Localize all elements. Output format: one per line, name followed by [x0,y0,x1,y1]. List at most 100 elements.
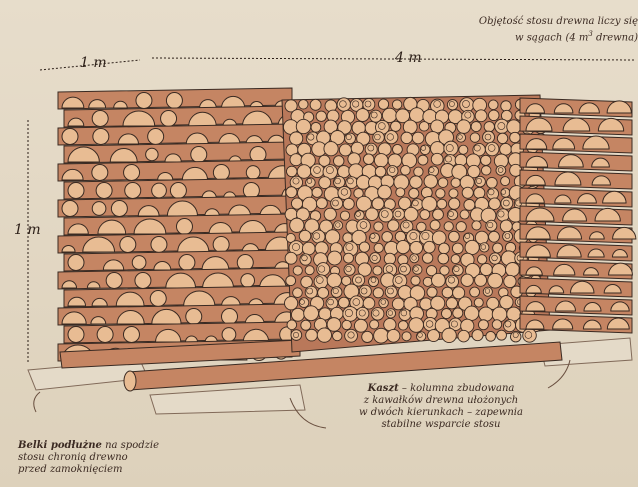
kaszt-log-end [477,255,486,264]
kaszt-log-end [333,156,344,167]
kaszt-log-end [374,222,383,231]
round-log-end [96,183,112,199]
kaszt-log-end [501,197,513,209]
kaszt-log-end [316,198,327,209]
kaszt-log-end [291,308,304,321]
kaszt-log-end [410,176,422,188]
kaszt-log-end [299,100,308,109]
kaszt-log-end [412,132,424,144]
kaszt-log-end [474,298,483,307]
kaszt-log-end [387,329,400,342]
kaszt-log-end [422,253,432,263]
round-log-end [123,327,139,343]
kaszt-log-end [489,198,501,210]
kaszt-log-end [301,320,311,330]
kaszt-log-end [424,241,436,253]
kaszt-log-end [374,328,389,343]
kaszt-log-end [409,188,419,198]
kaszt-log-end [438,178,448,188]
kaszt-log-end [470,287,480,297]
kaszt-term: Kaszt [368,383,399,394]
round-log-end [151,237,167,253]
kaszt-log-end [304,306,319,321]
kaszt-log-end [290,218,304,232]
kaszt-log-end [423,317,436,330]
kaszt-log-end [497,133,507,143]
kaszt-log-end [373,266,382,275]
round-log-end [148,129,164,145]
kaszt-log-end [290,132,303,145]
round-log-end [237,255,253,271]
kaszt-log-end [479,307,493,321]
kaszt-log-end [411,276,420,285]
kaszt-log-end [436,189,445,198]
kaszt-log-end [388,220,399,231]
kaszt-log-end [324,142,338,156]
length-label: 4 m [395,50,422,66]
round-log-end [62,129,78,145]
kaszt-log-end [302,242,315,255]
kaszt-log-end [286,276,296,286]
kaszt-log-end [354,319,367,332]
kaszt-log-end [290,154,302,166]
kaszt-log-end [483,131,495,143]
kaszt-log-end [447,209,457,219]
kaszt-log-end [481,166,490,175]
kaszt-log-end [446,298,457,309]
round-log-end [93,129,109,145]
round-log-end [166,93,182,109]
kaszt-log-end [444,222,453,231]
kaszt-log-end [428,330,440,342]
kaszt-log-end [459,145,468,154]
round-log-end [152,183,167,198]
kaszt-log-end [465,240,479,254]
kaszt-log-end [366,208,379,221]
kaszt-log-end [305,266,314,275]
round-log-end [68,255,84,271]
kaszt-log-end [312,187,322,197]
kaszt-log-end [370,253,381,264]
round-log-end [124,165,140,181]
kaszt-log-end [312,230,325,243]
kaszt-log-end [414,167,423,176]
kaszt-log-end [393,208,405,220]
kaszt-log-end [399,309,411,321]
kaszt-log-end [481,155,491,165]
kaszt-log-end [485,142,499,156]
kaszt-log-end [403,120,417,134]
kaszt-log-end [457,120,471,134]
kaszt-log-end [486,331,496,341]
kaszt-log-end [285,252,297,264]
kaszt-log-end [291,330,302,341]
kaszt-log-end [500,143,512,155]
volume-note-line2: w sągach (4 m3 drewna) [458,28,638,44]
round-log-end [213,237,229,253]
belki-note: Belki podłużne na spodzie stosu chronią … [18,440,218,476]
kaszt-log-end [410,241,423,254]
kaszt-log-end [391,121,401,131]
kaszt-note: Kaszt – kolumna zbudowana z kawałków dre… [336,383,546,431]
kaszt-log-end [437,199,447,209]
kaszt-log-end [427,287,437,297]
kaszt-log-end [500,295,513,308]
kaszt-log-end [442,287,453,298]
kaszt-log-end [299,298,309,308]
kaszt-log-end [373,288,383,298]
kaszt-log-end [507,120,521,134]
round-log-end [132,256,146,270]
round-log-end [161,111,177,127]
kaszt-log-end [458,330,470,342]
kaszt-log-end [451,255,460,264]
round-log-end [246,166,260,180]
kaszt-log-end [510,331,521,342]
kaszt-log-end [374,154,388,168]
kaszt-log-end [369,277,379,287]
kaszt-log-end [504,275,516,287]
kaszt-log-end [456,222,466,232]
kaszt-log-end [359,242,369,252]
kaszt-log-end [484,122,494,132]
kaszt-log-end [392,298,404,310]
kaszt-log-end [460,98,474,112]
kaszt-log-end [497,209,509,221]
kaszt-log-end [396,188,405,197]
